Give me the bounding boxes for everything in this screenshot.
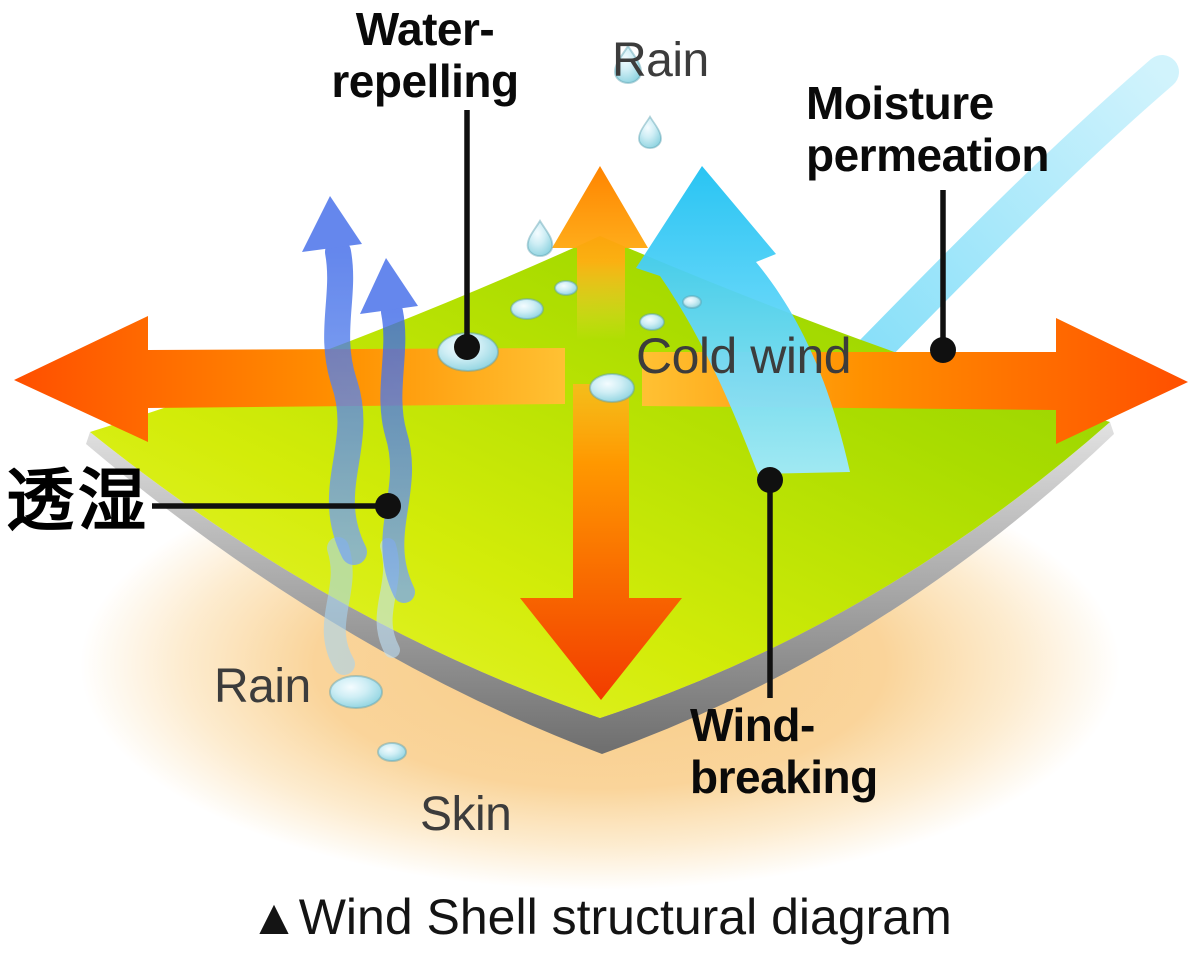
- label-water-repelling: Water- repelling: [331, 3, 519, 107]
- water-bead: [554, 280, 578, 296]
- callout-wind-breaking: [757, 467, 783, 698]
- diagram-caption: ▲Wind Shell structural diagram: [249, 889, 952, 945]
- water-bead: [510, 298, 544, 320]
- raindrop-icon: [613, 44, 643, 84]
- raindrop-icon: [526, 219, 554, 257]
- callout-moisture-permeation: [930, 190, 956, 363]
- label-cold-wind: Cold wind: [636, 328, 852, 384]
- callout-water-repelling: [454, 110, 480, 360]
- label-wind-breaking: Wind- breaking: [690, 699, 878, 803]
- water-bead: [329, 675, 383, 709]
- callouts: [152, 110, 956, 698]
- label-moisture-permeation-jp: 透湿: [6, 462, 151, 541]
- wind-spread-right-arrow: [642, 318, 1188, 444]
- label-moisture-permeation: Moisture permeation: [806, 77, 1049, 181]
- water-bead: [639, 313, 665, 331]
- fabric-underside: [86, 422, 1114, 754]
- wind-block-down-arrow: [520, 384, 682, 700]
- label-rain-bottom: Rain: [214, 660, 311, 713]
- water-bead: [377, 742, 407, 762]
- label-rain-top: Rain: [612, 34, 709, 87]
- callout-moisture-permeation-jp: [152, 493, 401, 519]
- water-bead: [682, 295, 702, 309]
- water-droplets: [329, 44, 702, 762]
- wind-spread-left-arrow: [14, 316, 565, 442]
- cold-wind-deflect-arrow: [636, 166, 850, 474]
- water-bead: [589, 373, 635, 403]
- moisture-ribbon-arrows: [302, 196, 418, 603]
- label-skin: Skin: [420, 788, 512, 841]
- raindrop-icon: [638, 115, 662, 149]
- moisture-up-arrow: [552, 166, 648, 340]
